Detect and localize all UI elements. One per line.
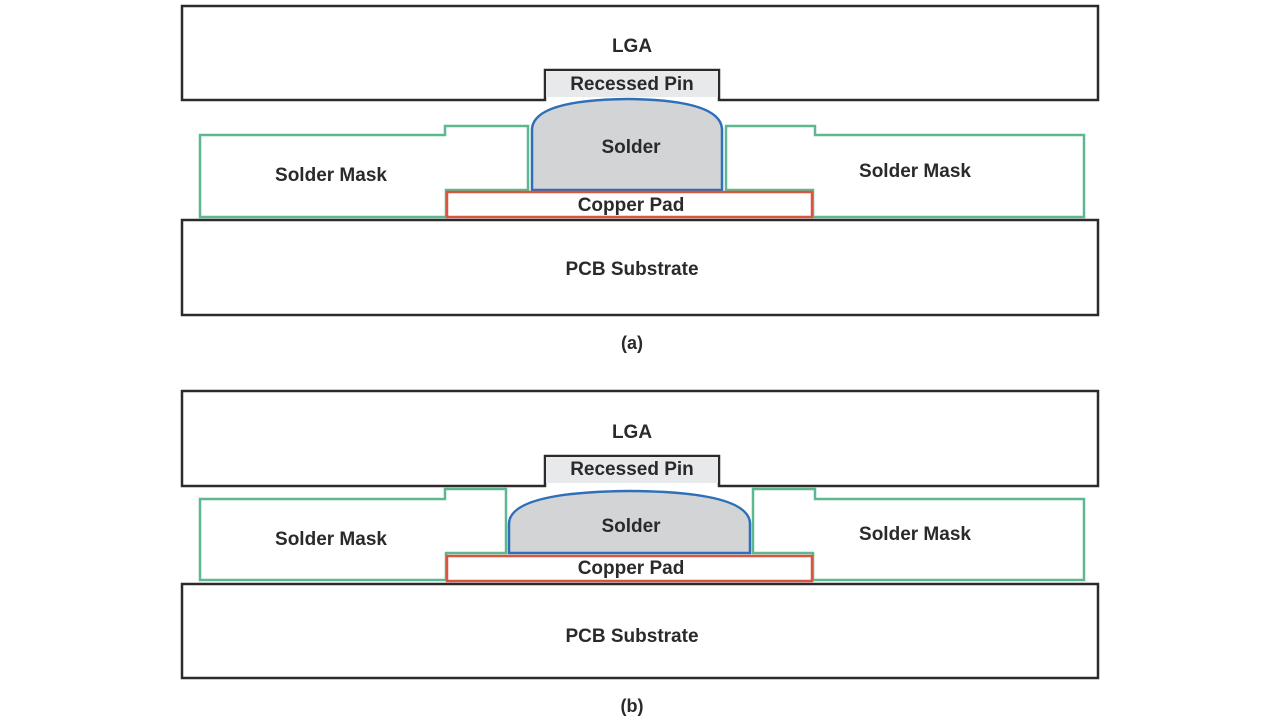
copper-pad-label: Copper Pad: [578, 558, 685, 579]
solder-mask-left: [198, 487, 508, 582]
panel-b: LGA Recessed Pin Solder Mask Solder Mask…: [180, 389, 1100, 716]
recessed-pin: [546, 71, 718, 97]
pcb-substrate: [180, 582, 1100, 680]
solder-label: Solder: [601, 137, 661, 158]
solder-mask-right: [724, 124, 1086, 219]
copper-pad: [445, 190, 814, 219]
solder-mask-right-label: Solder Mask: [859, 524, 971, 545]
lga-label: LGA: [612, 36, 652, 57]
solder-mask-right: [751, 487, 1086, 582]
lga-body: [180, 4, 1100, 102]
solder-label: Solder: [601, 516, 661, 537]
lga-label: LGA: [612, 422, 652, 443]
copper-pad-label: Copper Pad: [578, 195, 685, 216]
pcb-substrate-label: PCB Substrate: [565, 259, 698, 280]
panel-a: LGA Recessed Pin Solder Mask Solder Mask…: [180, 4, 1100, 353]
solder: [530, 97, 724, 192]
panel-a-caption: (a): [621, 333, 643, 353]
solder: [507, 489, 752, 555]
copper-pad: [445, 554, 814, 583]
solder-mask-left-label: Solder Mask: [275, 165, 387, 186]
solder-mask-right-label: Solder Mask: [859, 161, 971, 182]
pcb-substrate: [180, 218, 1100, 317]
solder-mask-left-label: Solder Mask: [275, 529, 387, 550]
pcb-substrate-label: PCB Substrate: [565, 626, 698, 647]
lga-body: [180, 389, 1100, 488]
recessed-pin-label: Recessed Pin: [570, 459, 694, 480]
panel-b-caption: (b): [621, 696, 644, 716]
recessed-pin-label: Recessed Pin: [570, 74, 694, 95]
recessed-pin: [546, 457, 718, 483]
